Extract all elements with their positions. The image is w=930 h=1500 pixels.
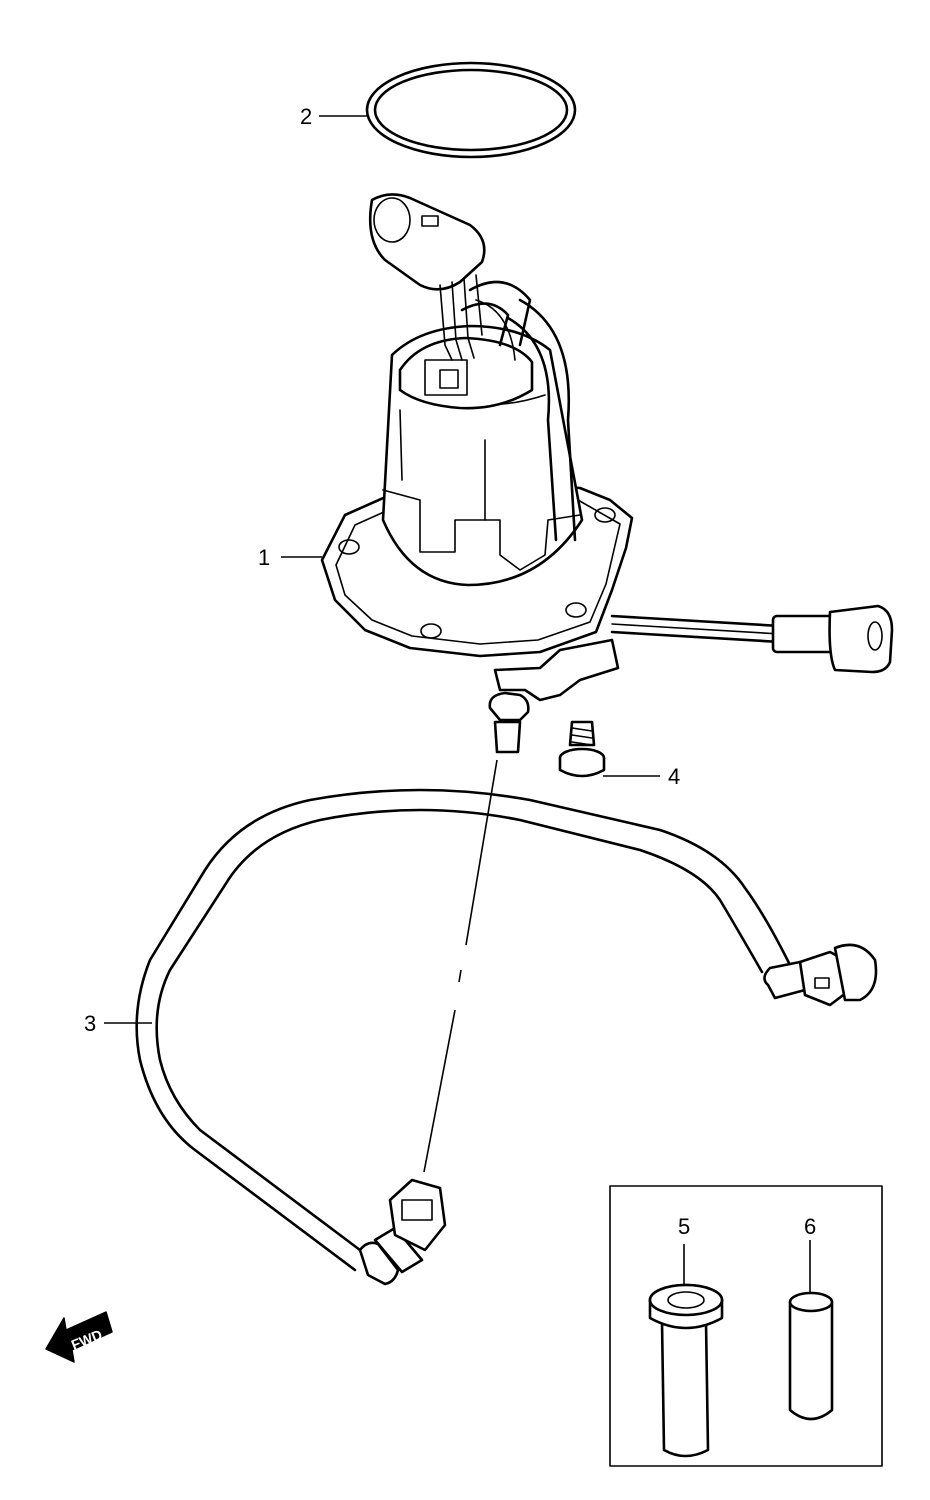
fuel-hose-icon (135, 788, 878, 1286)
callout-5: 5 (678, 1214, 690, 1239)
callout-1: 1 (258, 545, 270, 570)
inset-box (609, 1185, 883, 1467)
collar-icon (648, 1283, 724, 1458)
cap-icon (788, 1291, 834, 1421)
fwd-arrow-icon: FWD (45, 1311, 113, 1363)
o-ring-icon (365, 61, 577, 159)
bolt-icon (558, 720, 606, 778)
callout-4: 4 (668, 764, 680, 789)
callout-6: 6 (804, 1214, 816, 1239)
alignment-line (423, 759, 498, 1173)
callout-3: 3 (84, 1011, 96, 1036)
callout-2: 2 (300, 104, 312, 129)
leader-lines (104, 115, 811, 1296)
fuel-pump-icon (320, 193, 894, 754)
